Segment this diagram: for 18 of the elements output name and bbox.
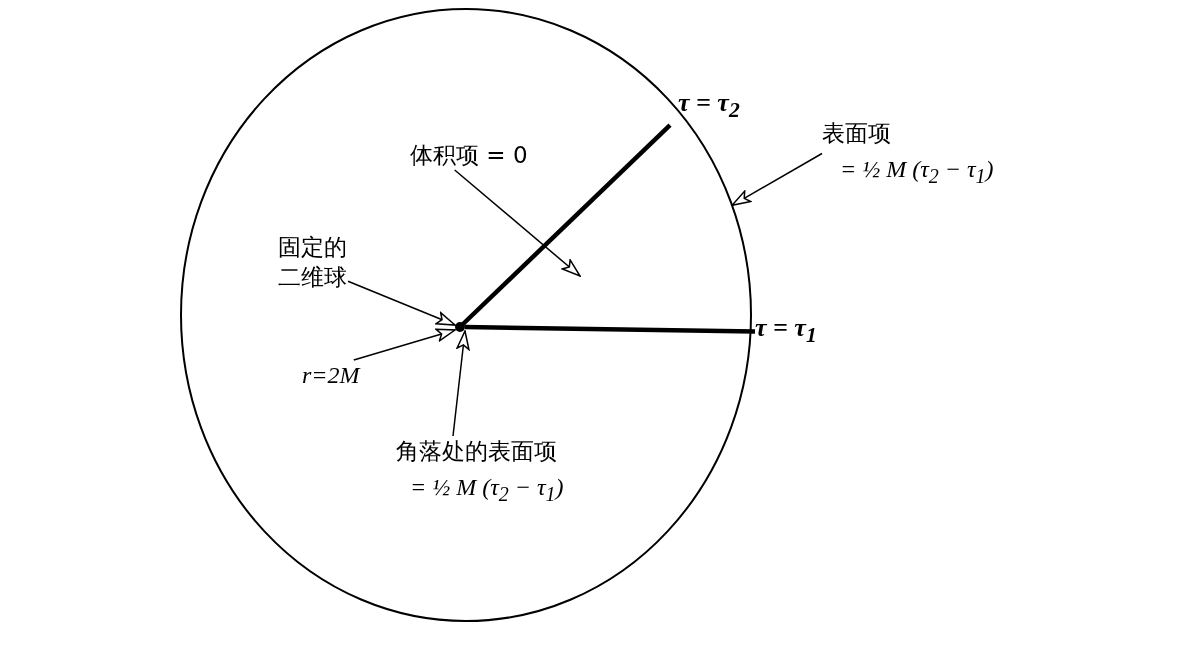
annotation-text: 固定的二维球 (278, 232, 348, 292)
arrow (452, 330, 470, 437)
arrow (347, 280, 456, 326)
annotation-text: 角落处的表面项 (396, 437, 557, 466)
annotation-text: r=2M (302, 360, 360, 390)
arrow (353, 328, 456, 361)
annotation-text: 表面项 (822, 119, 891, 148)
circle-outline (180, 8, 752, 622)
boundary-label: τ = τ$_{1}$ (755, 313, 817, 351)
formula: = ½ M (τ$_{2}$ − τ$_{1}$) (839, 155, 994, 189)
point-dot (455, 322, 465, 332)
boundary-label: τ = τ$_{2}$ (670, 88, 740, 126)
arrow (731, 152, 823, 207)
formula: = ½ M (τ$_{2}$ − τ$_{1}$) (409, 473, 564, 507)
arrow (453, 169, 581, 277)
annotation-text: 体积项 = 0 (410, 140, 528, 170)
radius-line (464, 324, 756, 334)
radius-line (460, 123, 672, 327)
